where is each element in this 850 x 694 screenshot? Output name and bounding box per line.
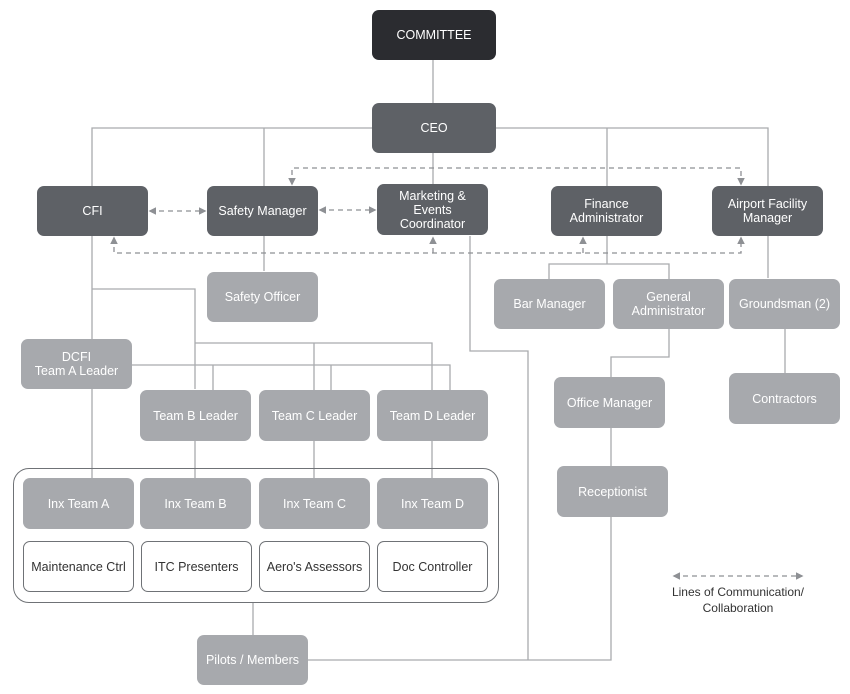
general-administrator-box[interactable]: General Administrator [613,279,724,329]
inx-team-b-box[interactable]: Inx Team B [140,478,251,529]
receptionist-box[interactable]: Receptionist [557,466,668,517]
contractors-box[interactable]: Contractors [729,373,840,424]
airport-facility-manager-box[interactable]: Airport Facility Manager [712,186,823,236]
office-manager-box[interactable]: Office Manager [554,377,665,428]
pilots-members-box[interactable]: Pilots / Members [197,635,308,685]
maintenance-ctrl-box[interactable]: Maintenance Ctrl [23,541,134,592]
finance-administrator-box[interactable]: Finance Administrator [551,186,662,236]
bar-manager-box[interactable]: Bar Manager [494,279,605,329]
team-b-leader-box[interactable]: Team B Leader [140,390,251,441]
cfi-box[interactable]: CFI [37,186,148,236]
marketing-events-coordinator-box[interactable]: Marketing & Events Coordinator [377,184,488,235]
dcfi-team-a-leader-box[interactable]: DCFI Team A Leader [21,339,132,389]
inspection-teams-group [13,468,499,603]
legend-label: Lines of Communication/ Collaboration [671,585,805,615]
groundsman-box[interactable]: Groundsman (2) [729,279,840,329]
aeros-assessors-box[interactable]: Aero's Assessors [259,541,370,592]
ceo-box[interactable]: CEO [372,103,496,153]
doc-controller-box[interactable]: Doc Controller [377,541,488,592]
team-c-leader-box[interactable]: Team C Leader [259,390,370,441]
inx-team-a-box[interactable]: Inx Team A [23,478,134,529]
itc-presenters-box[interactable]: ITC Presenters [141,541,252,592]
inx-team-c-box[interactable]: Inx Team C [259,478,370,529]
inx-team-d-box[interactable]: Inx Team D [377,478,488,529]
team-d-leader-box[interactable]: Team D Leader [377,390,488,441]
safety-officer-box[interactable]: Safety Officer [207,272,318,322]
safety-manager-box[interactable]: Safety Manager [207,186,318,236]
committee-box[interactable]: COMMITTEE [372,10,496,60]
